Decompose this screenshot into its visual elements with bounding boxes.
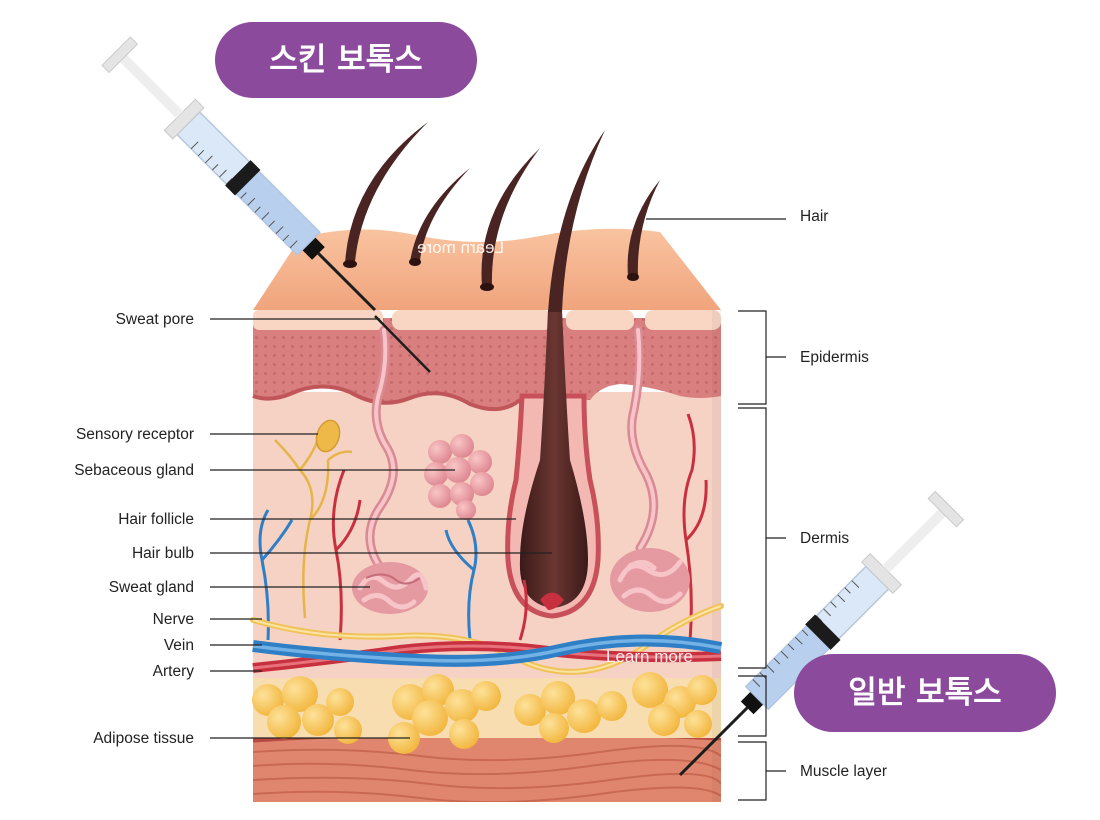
skin-botox-badge: 스킨 보톡스 [215,22,477,98]
bracket-dermis [738,407,786,669]
label-hair-bulb: Hair bulb [132,545,194,562]
bracket-adipose [738,675,767,737]
hair-bulb [519,310,588,608]
label-sensory-receptor: Sensory receptor [76,426,194,443]
regular-botox-badge: 일반 보톡스 [794,654,1056,732]
label-sweat-pore: Sweat pore [116,311,194,328]
label-artery: Artery [153,663,195,680]
skin-block [250,228,724,802]
bracket-epidermis [738,310,786,405]
label-hair-follicle: Hair follicle [118,511,194,528]
label-adipose-tissue: Adipose tissue [93,730,194,747]
label-vein: Vein [164,637,194,654]
sweat-gland [352,562,429,614]
label-muscle-layer: Muscle layer [800,763,887,780]
sensory-receptor [274,439,353,619]
watermark-bottom: Learn more [606,647,693,666]
label-epidermis: Epidermis [800,349,869,366]
label-dermis: Dermis [800,530,849,547]
label-sebaceous-gland: Sebaceous gland [74,462,194,479]
surface-cells [253,310,721,330]
label-nerve: Nerve [153,611,194,628]
label-sweat-gland: Sweat gland [109,579,194,596]
right-labels: Hair Epidermis Dermis Muscle layer [646,208,887,801]
hair [345,122,660,312]
regular-botox-label: 일반 보톡스 [848,675,1001,711]
sensory-receptor-bulb [315,419,341,453]
left-labels: Sweat pore Sensory receptor Sebaceous gl… [74,311,552,747]
syringe-top-icon [101,36,377,312]
sebaceous-gland [424,434,494,520]
label-hair: Hair [800,208,828,225]
adipose-tissue [252,672,717,754]
bracket-muscle-layer [738,741,786,801]
syringe-bottom-icon [678,490,965,777]
skin-botox-label: 스킨 보톡스 [269,42,422,78]
watermark-top-mirrored: Learn more [417,238,504,257]
